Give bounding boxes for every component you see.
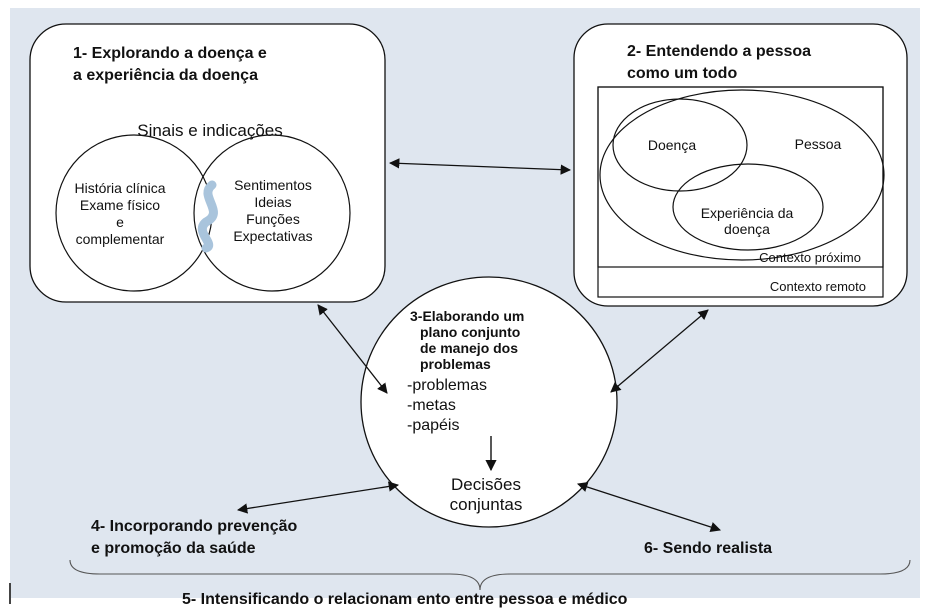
- center-title-line1: 3-Elaborando um: [410, 308, 524, 324]
- experience-label-line2: doença: [724, 221, 770, 237]
- arrow-center-step6: [577, 481, 721, 533]
- decisions-line2: conjuntas: [450, 495, 523, 514]
- left-circle-line4: complementar: [76, 231, 165, 247]
- right-circle-line1: Sentimentos: [234, 177, 312, 193]
- center-item-problems: -problemas: [407, 377, 487, 394]
- remote-context-frame: [597, 86, 884, 298]
- step4-line2: e promoção da saúde: [91, 540, 256, 557]
- center-item-goals: -metas: [407, 397, 456, 414]
- experience-label-line1: Experiência da: [701, 205, 794, 221]
- near-context-label: Contexto próximo: [759, 250, 861, 265]
- right-circle-line3: Funções: [246, 211, 300, 227]
- box1-title-line1: 1- Explorando a doença e: [73, 45, 267, 62]
- s-shape-icon: [197, 180, 218, 253]
- arrow-box1-center: [317, 304, 388, 394]
- center-plan-circle: [360, 276, 618, 528]
- center-title-line4: problemas: [420, 356, 491, 372]
- person-label: Pessoa: [795, 136, 842, 152]
- arrow-box2-center: [610, 309, 709, 393]
- brace-shape: [69, 559, 911, 591]
- person-ellipse: [599, 89, 885, 261]
- step6-label: 6- Sendo realista: [644, 540, 772, 557]
- arrow-center-step4: [236, 481, 400, 514]
- box2-title-line2: como um todo: [627, 65, 737, 82]
- disease-ellipse: [612, 98, 748, 192]
- signs-label: Sinais e indicações: [137, 121, 283, 140]
- disease-label: Doença: [648, 137, 696, 153]
- arrow-box1-box2: [388, 158, 572, 175]
- left-circle-line3: e: [116, 214, 124, 230]
- decisions-line1: Decisões: [451, 475, 521, 494]
- box-exploring-disease: [29, 23, 386, 303]
- step5-label: 5- Intensificando o relacionam ento entr…: [182, 591, 628, 608]
- circle-feelings: [193, 134, 351, 292]
- box1-title-line2: a experiência da doença: [73, 67, 258, 84]
- right-circle-line2: Ideias: [254, 194, 291, 210]
- remote-context-label: Contexto remoto: [770, 279, 866, 294]
- left-circle-line1: História clínica: [74, 180, 165, 196]
- experience-ellipse: [672, 163, 824, 251]
- step4-line1: 4- Incorporando prevenção: [91, 518, 297, 535]
- center-item-roles: -papéis: [407, 417, 459, 434]
- left-circle-line2: Exame físico: [80, 197, 160, 213]
- box2-title-line1: 2- Entendendo a pessoa: [627, 43, 811, 60]
- center-title-line2: plano conjunto: [420, 324, 520, 340]
- center-title-line3: de manejo dos: [420, 340, 518, 356]
- right-circle-line4: Expectativas: [233, 228, 312, 244]
